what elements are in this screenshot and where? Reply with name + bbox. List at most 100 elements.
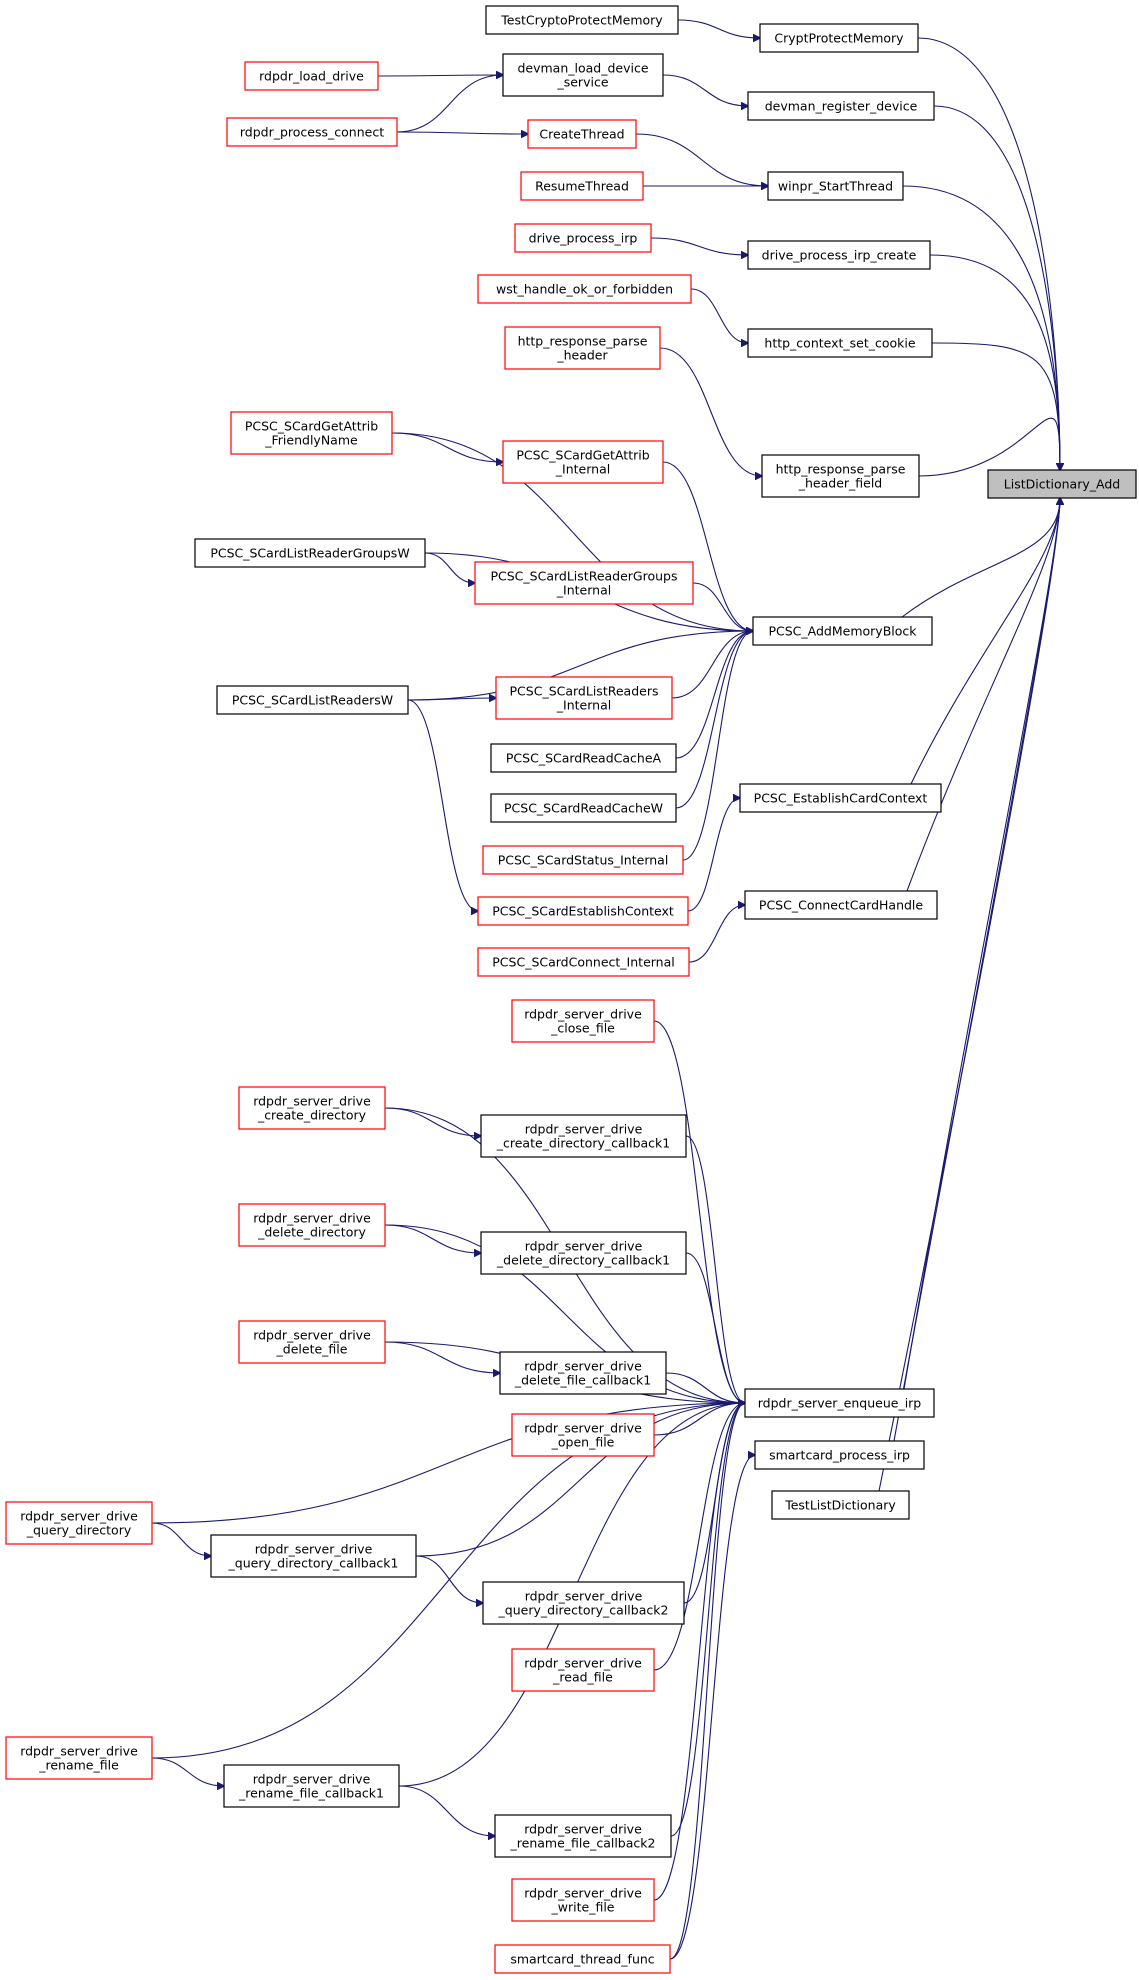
node-box	[511, 1878, 655, 1922]
node-box	[511, 1648, 655, 1692]
node-renfilecb1[interactable]: rdpdr_server_drive_rename_file_callback1	[223, 1764, 400, 1808]
edge-gai-to-amb	[662, 461, 753, 631]
node-rdpdrload[interactable]: rdpdr_load_drive	[244, 61, 379, 91]
edge-renfilecb1-to-renfilecb2	[398, 1785, 495, 1836]
node-tld[interactable]: TestListDictionary	[771, 1490, 910, 1520]
node-label: _close_file	[550, 1021, 615, 1036]
node-label: drive_process_irp	[529, 231, 638, 246]
node-resume[interactable]: ResumeThread	[520, 171, 644, 201]
node-writefile[interactable]: rdpdr_server_drive_write_file	[511, 1878, 655, 1922]
node-box	[747, 240, 931, 270]
node-wst[interactable]: wst_handle_ok_or_forbidden	[477, 274, 692, 304]
node-label: TestListDictionary	[784, 1498, 896, 1513]
edge-hrph-to-hrphf	[659, 347, 762, 476]
node-hrphf[interactable]: http_response_parse_header_field	[761, 454, 920, 498]
node-box	[747, 328, 933, 358]
node-box	[744, 890, 938, 920]
edge-deldir-to-deldircb	[384, 1224, 481, 1253]
node-label: rdpdr_server_drive	[525, 1122, 643, 1137]
node-box	[754, 1440, 925, 1470]
node-box	[767, 171, 904, 201]
node-renfilecb2[interactable]: rdpdr_server_drive_rename_file_callback2	[494, 1814, 672, 1858]
edge-closefile-to-enq	[653, 1020, 745, 1403]
edge-renfile-to-renfilecb1	[151, 1757, 224, 1786]
node-qdircb1[interactable]: rdpdr_server_drive_query_directory_callb…	[210, 1534, 417, 1578]
edge-httpcookie-to-target	[931, 342, 1060, 470]
node-label: PCSC_SCardReadCacheA	[506, 751, 662, 766]
node-box	[480, 1231, 687, 1275]
node-lri[interactable]: PCSC_SCardListReaders_Internal	[495, 676, 673, 720]
edge-layer	[151, 19, 1060, 1960]
edge-deldir-to-enq	[384, 1224, 745, 1403]
node-sctf[interactable]: smartcard_thread_func	[494, 1944, 671, 1974]
node-box	[502, 53, 664, 97]
node-delfile[interactable]: rdpdr_server_drive_delete_file	[238, 1320, 386, 1364]
node-crypt[interactable]: CryptProtectMemory	[759, 23, 919, 53]
node-qdir[interactable]: rdpdr_server_drive_query_directory	[5, 1501, 153, 1545]
edge-sec-to-ecc	[687, 798, 740, 912]
node-scpi[interactable]: smartcard_process_irp	[754, 1440, 925, 1470]
node-dpic[interactable]: drive_process_irp_create	[747, 240, 931, 270]
node-amb[interactable]: PCSC_AddMemoryBlock	[752, 616, 933, 646]
edge-rca-to-amb	[675, 631, 753, 759]
node-label: PCSC_SCardStatus_Internal	[498, 853, 669, 868]
node-ecc[interactable]: PCSC_EstablishCardContext	[739, 783, 942, 813]
edge-sctf-to-scpi	[669, 1455, 755, 1960]
node-crdircb[interactable]: rdpdr_server_drive_create_directory_call…	[480, 1114, 687, 1158]
node-box	[499, 1351, 667, 1395]
node-box	[480, 1114, 687, 1158]
node-sci[interactable]: PCSC_SCardConnect_Internal	[477, 947, 690, 977]
edge-qdir-to-enq	[151, 1403, 745, 1524]
node-label: rdpdr_server_drive	[524, 1359, 642, 1374]
node-target[interactable]: ListDictionary_Add	[987, 469, 1137, 499]
node-ssi[interactable]: PCSC_SCardStatus_Internal	[482, 845, 684, 875]
node-createthread[interactable]: CreateThread	[527, 119, 637, 149]
node-label: TestCryptoProtectMemory	[500, 13, 663, 28]
node-lrgi[interactable]: PCSC_SCardListReaderGroups_Internal	[474, 561, 694, 605]
node-cch[interactable]: PCSC_ConnectCardHandle	[744, 890, 938, 920]
node-dpi[interactable]: drive_process_irp	[514, 223, 652, 253]
node-qdircb2[interactable]: rdpdr_server_drive_query_directory_callb…	[482, 1581, 685, 1625]
node-lrgw[interactable]: PCSC_SCardListReaderGroupsW	[194, 538, 426, 568]
node-delfilecb[interactable]: rdpdr_server_drive_delete_file_callback1	[499, 1351, 667, 1395]
node-label: CryptProtectMemory	[774, 31, 904, 46]
node-lrw[interactable]: PCSC_SCardListReadersW	[216, 685, 409, 715]
node-closefile[interactable]: rdpdr_server_drive_close_file	[511, 999, 655, 1043]
node-label: rdpdr_server_drive	[525, 1589, 643, 1604]
node-deldircb[interactable]: rdpdr_server_drive_delete_directory_call…	[480, 1231, 687, 1275]
node-box	[482, 1581, 685, 1625]
node-devreg[interactable]: devman_register_device	[747, 91, 935, 121]
node-box	[238, 1320, 386, 1364]
edge-wst-to-httpcookie	[690, 288, 748, 343]
edge-crypt-to-target	[917, 37, 1060, 470]
node-gafn[interactable]: PCSC_SCardGetAttrib_FriendlyName	[230, 411, 393, 455]
node-box	[477, 896, 689, 926]
node-testcrypt[interactable]: TestCryptoProtectMemory	[485, 5, 679, 35]
node-deldir[interactable]: rdpdr_server_drive_delete_directory	[238, 1203, 386, 1247]
node-label: rdpdr_server_drive	[524, 1886, 642, 1901]
node-label: drive_process_irp_create	[762, 248, 917, 263]
node-box	[477, 274, 692, 304]
node-sec[interactable]: PCSC_SCardEstablishContext	[477, 896, 689, 926]
node-rcw[interactable]: PCSC_SCardReadCacheW	[490, 793, 677, 823]
edge-rdpdrproc-to-createthread	[396, 132, 528, 134]
node-label: rdpdr_server_drive	[524, 1822, 642, 1837]
node-label: _query_directory_callback2	[498, 1603, 669, 1618]
node-hrph[interactable]: http_response_parse_header	[504, 326, 661, 370]
node-box	[520, 171, 644, 201]
node-openfile[interactable]: rdpdr_server_drive_open_file	[511, 1413, 655, 1457]
node-rca[interactable]: PCSC_SCardReadCacheA	[490, 743, 677, 773]
node-label: rdpdr_server_drive	[525, 1239, 643, 1254]
node-httpcookie[interactable]: http_context_set_cookie	[747, 328, 933, 358]
node-rdpdrproc[interactable]: rdpdr_process_connect	[226, 117, 398, 147]
node-gai[interactable]: PCSC_SCardGetAttrib_Internal	[502, 440, 664, 484]
node-winpr[interactable]: winpr_StartThread	[767, 171, 904, 201]
node-renfile[interactable]: rdpdr_server_drive_rename_file	[5, 1736, 153, 1780]
node-devload[interactable]: devman_load_device_service	[502, 53, 664, 97]
node-crdir[interactable]: rdpdr_server_drive_create_directory	[238, 1086, 386, 1130]
node-enq[interactable]: rdpdr_server_enqueue_irp	[744, 1388, 935, 1418]
node-label: wst_handle_ok_or_forbidden	[496, 282, 673, 297]
node-readfile[interactable]: rdpdr_server_drive_read_file	[511, 1648, 655, 1692]
node-box	[490, 743, 677, 773]
node-label: PCSC_SCardReadCacheW	[504, 801, 663, 816]
